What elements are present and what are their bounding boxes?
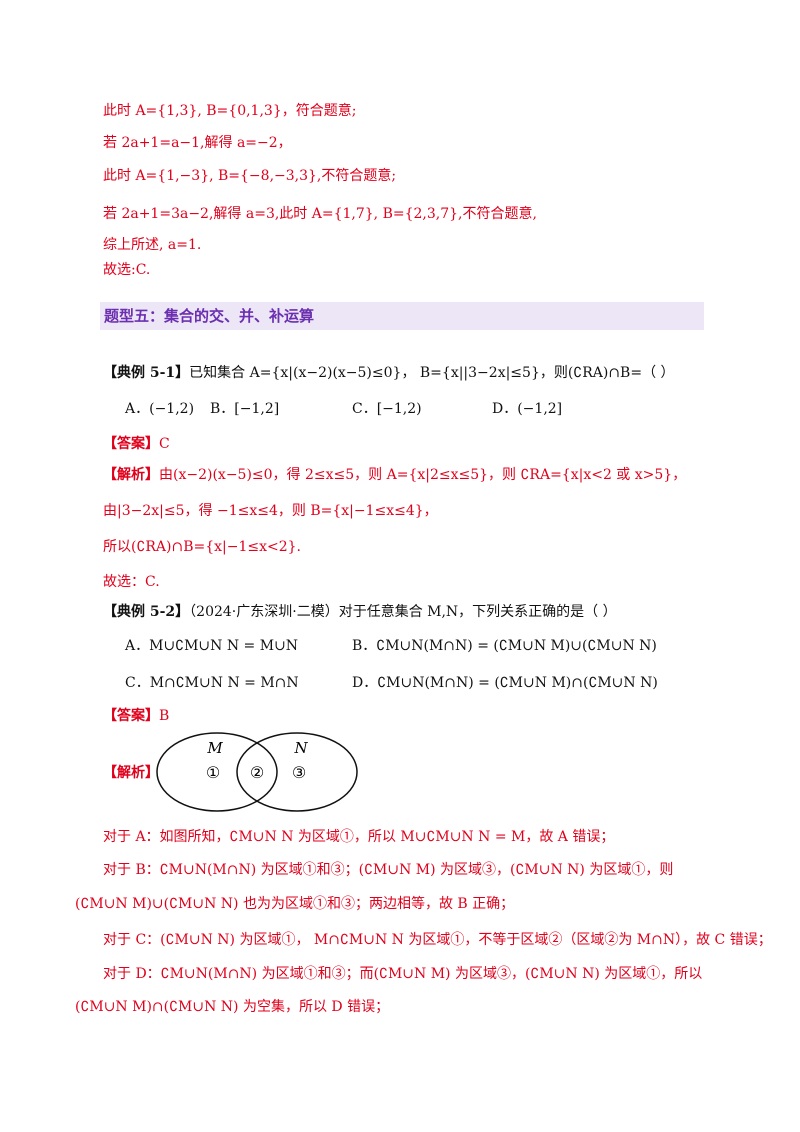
question-text: （2024·广东深圳·二模）对于任意集合 M,N，下列关系正确的是（ ） — [189, 604, 617, 620]
example-5-2-question: 【典例 5-2】（2024·广东深圳·二模）对于任意集合 M,N，下列关系正确的… — [103, 601, 617, 623]
solution-line-2: 若 2a+1=a−1,解得 a=−2， — [103, 135, 292, 151]
venn-label-m: M — [206, 739, 223, 757]
example-5-1-question: 【典例 5-1】已知集合 A={x|(x−2)(x−5)≤0}， B={x||3… — [103, 362, 675, 384]
conclusion-line: 故选：C. — [103, 574, 160, 590]
answer-line: 【答案】B — [103, 705, 169, 727]
analysis-line-3: (∁M∪N M)∪(∁M∪N N) 也为为区域①和③；两边相等，故 B 正确； — [75, 896, 515, 912]
choice-a: A．M∪∁M∪N N = M∪N — [125, 638, 299, 654]
answer-line: 【答案】C — [103, 433, 170, 455]
choice-c: C．[−1,2) — [352, 401, 422, 417]
analysis-line-6: (∁M∪N M)∩(∁M∪N N) 为空集，所以 D 错误； — [75, 999, 390, 1015]
choice-d: D．∁M∪N(M∩N) = (∁M∪N M)∩(∁M∪N N) — [352, 675, 658, 691]
analysis-label-line: 【解析】 — [103, 762, 159, 784]
question-text: 已知集合 A={x|(x−2)(x−5)≤0}， B={x||3−2x|≤5}，… — [189, 365, 675, 381]
answer-label: 【答案】 — [103, 708, 159, 724]
choice-b: B．[−1,2] — [210, 401, 280, 417]
venn-region-1: ① — [206, 763, 220, 782]
analysis-line-1: 【解析】由(x−2)(x−5)≤0，得 2≤x≤5，则 A={x|2≤x≤5}，… — [103, 464, 686, 486]
choice-c: C．M∩∁M∪N N = M∩N — [125, 675, 299, 691]
answer-label: 【答案】 — [103, 436, 159, 452]
choice-d: D．(−1,2] — [492, 401, 563, 417]
analysis-line-3: 所以(∁RA)∩B={x|−1≤x<2}. — [103, 539, 302, 555]
venn-region-2: ② — [250, 763, 264, 782]
analysis-text: 由(x−2)(x−5)≤0，得 2≤x≤5，则 A={x|2≤x≤5}，则 ∁R… — [159, 467, 687, 483]
analysis-line-1: 对于 A：如图所知，∁M∪N N 为区域①，所以 M∪∁M∪N N = M，故 … — [103, 829, 615, 845]
venn-diagram: M N ① ② ③ — [156, 732, 358, 812]
solution-line-3: 此时 A={1,−3}, B={−8,−3,3},不符合题意; — [103, 168, 397, 184]
choice-a: A．(−1,2) — [125, 401, 195, 417]
solution-line-5: 综上所述, a=1. — [103, 237, 202, 253]
analysis-line-4: 对于 C：(∁M∪N N) 为区域①， M∩∁M∪N N 为区域①，不等于区域②… — [103, 932, 772, 948]
answer-value: C — [159, 436, 170, 452]
analysis-line-2: 由|3−2x|≤5，得 −1≤x≤4，则 B={x|−1≤x≤4}， — [103, 503, 438, 519]
example-label: 【典例 5-1】 — [103, 365, 190, 381]
section-heading: 题型五：集合的交、并、补运算 — [100, 302, 704, 330]
example-label: 【典例 5-2】 — [103, 604, 190, 620]
venn-circle-m — [156, 732, 278, 812]
solution-line-4: 若 2a+1=3a−2,解得 a=3,此时 A={1,7}, B={2,3,7}… — [103, 206, 537, 222]
venn-region-3: ③ — [292, 763, 306, 782]
answer-value: B — [159, 708, 170, 724]
analysis-line-2: 对于 B：∁M∪N(M∩N) 为区域①和③；(∁M∪N M) 为区域③，(∁M∪… — [103, 862, 674, 878]
solution-line-1: 此时 A={1,3}, B={0,1,3}，符合题意; — [103, 103, 357, 119]
venn-label-n: N — [293, 739, 308, 757]
analysis-line-5: 对于 D：∁M∪N(M∩N) 为区域①和③；而(∁M∪N M) 为区域③，(∁M… — [103, 966, 703, 982]
analysis-label: 【解析】 — [103, 765, 159, 781]
choice-b: B．∁M∪N(M∩N) = (∁M∪N M)∪(∁M∪N N) — [352, 638, 657, 654]
venn-circle-n — [236, 732, 358, 812]
solution-line-6: 故选:C. — [103, 262, 151, 278]
analysis-label: 【解析】 — [103, 467, 159, 483]
